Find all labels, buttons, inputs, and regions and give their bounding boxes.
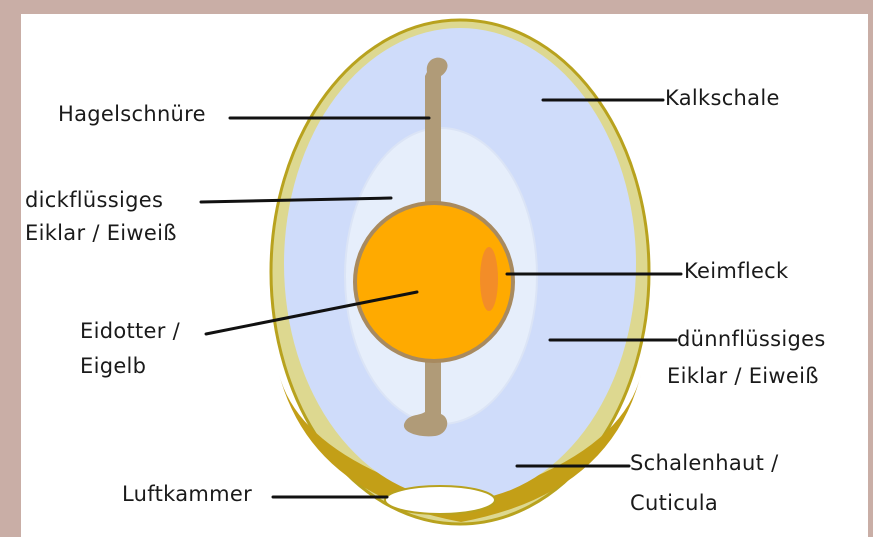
label-schalenhaut-line1: Schalenhaut / (630, 451, 779, 476)
label-eidotter-line1: Eidotter / (80, 319, 180, 344)
germinal-disc (480, 247, 498, 311)
label-hagelschnuere: Hagelschnüre (58, 102, 206, 127)
label-duennfluessig-line2: Eiklar / Eiweiß (667, 364, 819, 389)
label-keimfleck: Keimfleck (684, 259, 789, 284)
label-luftkammer: Luftkammer (122, 482, 252, 507)
label-dickfluessig-line2: Eiklar / Eiweiß (25, 221, 177, 246)
label-kalkschale: Kalkschale (665, 86, 780, 111)
label-duennfluessig-line1: dünnflüssiges (677, 327, 826, 352)
label-dickfluessig-line1: dickflüssiges (25, 188, 163, 213)
diagram-card: Hagelschnüre dickflüssiges Eiklar / Eiwe… (21, 14, 868, 537)
air-cell (385, 486, 495, 514)
label-eidotter-line2: Eigelb (80, 354, 146, 379)
label-schalenhaut-line2: Cuticula (630, 491, 718, 516)
